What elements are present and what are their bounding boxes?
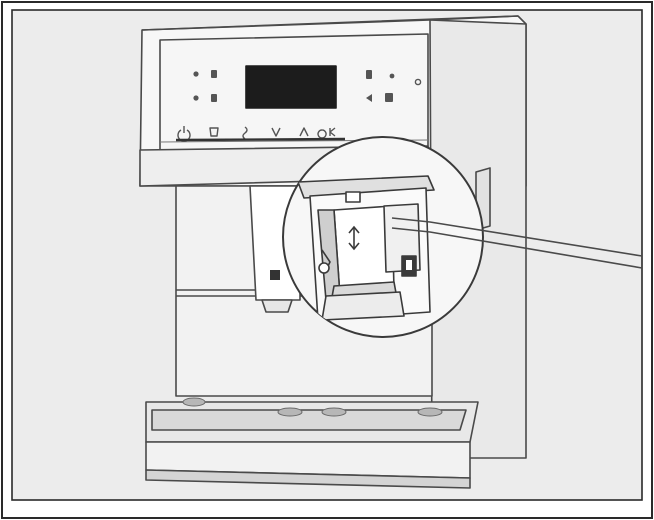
milk-icon xyxy=(271,127,281,137)
spout-base xyxy=(321,291,405,321)
tray-hole xyxy=(321,407,347,417)
power-icon xyxy=(177,126,191,142)
panel-button xyxy=(193,71,199,77)
panel-button xyxy=(366,70,372,79)
base-shadow xyxy=(145,469,471,489)
drip-tray-holes xyxy=(182,397,443,417)
panel-button xyxy=(414,78,422,86)
panel-button xyxy=(211,94,217,102)
panel-button xyxy=(366,94,372,102)
dispenser-slot xyxy=(345,191,361,203)
milk-pipe xyxy=(391,217,643,269)
left-buttons xyxy=(193,70,217,102)
display-screen xyxy=(245,65,337,109)
magnifier-detail xyxy=(282,136,484,338)
spout-nozzle xyxy=(261,299,293,313)
pipe-connector xyxy=(383,203,421,273)
tray-hole xyxy=(277,407,303,417)
tray-hole xyxy=(417,407,443,417)
function-icons xyxy=(175,126,346,142)
left-tube-end xyxy=(318,262,330,274)
dispenser-cover-top xyxy=(297,175,435,199)
panel-button xyxy=(385,93,393,102)
connector-window xyxy=(406,260,412,270)
steam-icon xyxy=(242,126,248,140)
tray-hole xyxy=(182,397,206,407)
drip-tray-grille xyxy=(151,409,467,431)
icon-underline xyxy=(175,137,346,142)
right-buttons xyxy=(366,70,422,102)
panel-button xyxy=(193,95,199,101)
arrow-up-down-icon xyxy=(348,225,360,251)
panel-button xyxy=(389,73,395,79)
cup-icon xyxy=(209,127,219,137)
milk-pipe-upper xyxy=(391,217,643,257)
spout-label xyxy=(270,270,280,280)
milk-pipe-lower xyxy=(391,227,643,269)
panel-button xyxy=(211,70,217,78)
hot-water-icon xyxy=(299,127,309,137)
